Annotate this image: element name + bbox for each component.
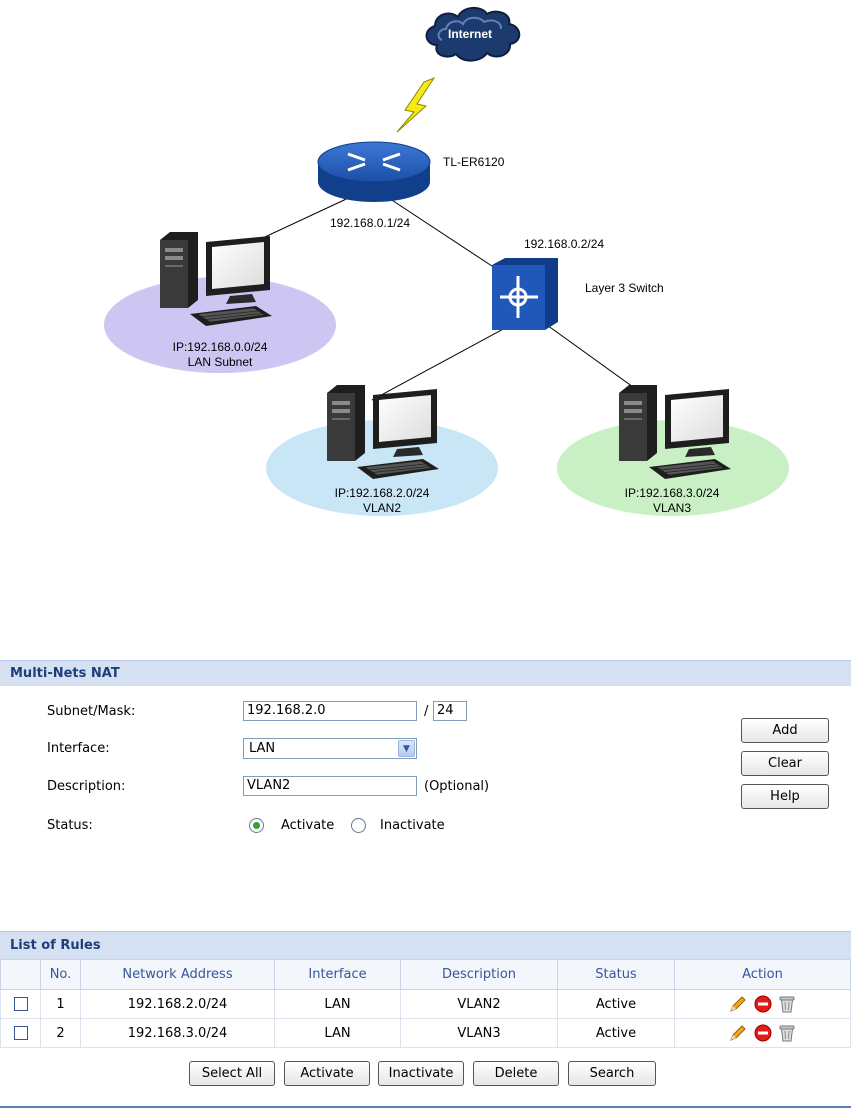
row-checkbox[interactable] bbox=[13, 997, 28, 1011]
description-label: Description: bbox=[47, 779, 126, 794]
rule-actions bbox=[674, 1018, 851, 1048]
layer3-switch-icon bbox=[492, 258, 558, 330]
router-label: TL-ER6120 bbox=[443, 155, 505, 169]
rule-no: 2 bbox=[40, 1018, 81, 1048]
router-ip-label: 192.168.0.1/24 bbox=[330, 216, 410, 230]
lan-ip-label: IP:192.168.0.0/24 bbox=[173, 340, 268, 354]
trash-icon[interactable] bbox=[777, 1023, 797, 1043]
pencil-icon[interactable] bbox=[728, 1023, 748, 1043]
internet-label: Internet bbox=[448, 27, 492, 41]
chevron-down-icon[interactable]: ▼ bbox=[398, 740, 415, 757]
vlan2-name-label: VLAN2 bbox=[363, 501, 401, 515]
status-label: Status: bbox=[47, 818, 93, 833]
column-header-interface: Interface bbox=[274, 959, 401, 990]
rule-network-address: 192.168.2.0/24 bbox=[80, 989, 275, 1019]
select-all-button[interactable]: Select All bbox=[189, 1061, 275, 1086]
list-of-rules-header: List of Rules bbox=[0, 931, 851, 959]
mask-input[interactable]: 24 bbox=[433, 701, 467, 721]
rule-status: Active bbox=[557, 989, 675, 1019]
delete-button[interactable]: Delete bbox=[473, 1061, 559, 1086]
no-entry-icon[interactable] bbox=[753, 1023, 773, 1043]
row-checkbox[interactable] bbox=[13, 1026, 28, 1040]
column-header-description: Description bbox=[400, 959, 558, 990]
inactivate-button[interactable]: Inactivate bbox=[378, 1061, 464, 1086]
subnet-input[interactable]: 192.168.2.0 bbox=[243, 701, 417, 721]
interface-label: Interface: bbox=[47, 741, 110, 756]
rule-description: VLAN3 bbox=[400, 1018, 558, 1048]
subnet-mask-label: Subnet/Mask: bbox=[47, 704, 136, 719]
rule-status: Active bbox=[557, 1018, 675, 1048]
table-row: 1 192.168.2.0/24 LAN VLAN2 Active bbox=[0, 989, 851, 1019]
table-row: 2 192.168.3.0/24 LAN VLAN3 Active bbox=[0, 1018, 851, 1048]
add-button[interactable]: Add bbox=[741, 718, 829, 743]
description-input[interactable]: VLAN2 bbox=[243, 776, 417, 796]
rules-table: No. Network Address Interface Descriptio… bbox=[0, 959, 851, 1048]
activate-radio-label: Activate bbox=[281, 818, 335, 833]
activate-button[interactable]: Activate bbox=[284, 1061, 370, 1086]
internet-cloud: Internet bbox=[425, 7, 521, 62]
search-button[interactable]: Search bbox=[568, 1061, 656, 1086]
pencil-icon[interactable] bbox=[728, 994, 748, 1014]
network-diagram: Internet TL-ER6120 192.168.0.1/24 192.16… bbox=[104, 7, 789, 516]
rules-table-header-row: No. Network Address Interface Descriptio… bbox=[0, 959, 851, 990]
rule-description: VLAN2 bbox=[400, 989, 558, 1019]
inactivate-radio[interactable] bbox=[351, 818, 366, 833]
mask-separator: / bbox=[424, 704, 429, 719]
lan-name-label: LAN Subnet bbox=[188, 355, 253, 369]
trash-icon[interactable] bbox=[777, 994, 797, 1014]
activate-radio[interactable] bbox=[249, 818, 264, 833]
vlan3-name-label: VLAN3 bbox=[653, 501, 691, 515]
column-header-network-address: Network Address bbox=[80, 959, 275, 990]
switch-ip-label: 192.168.0.2/24 bbox=[524, 237, 604, 251]
interface-select-value: LAN bbox=[249, 741, 276, 756]
router-icon bbox=[317, 141, 431, 202]
vlan2-ip-label: IP:192.168.2.0/24 bbox=[335, 486, 430, 500]
optional-hint: (Optional) bbox=[424, 779, 490, 794]
column-header-status: Status bbox=[557, 959, 675, 990]
interface-select[interactable]: LAN ▼ bbox=[243, 738, 417, 759]
clear-button[interactable]: Clear bbox=[741, 751, 829, 776]
rule-actions bbox=[674, 989, 851, 1019]
rule-interface: LAN bbox=[274, 1018, 401, 1048]
column-header-action: Action bbox=[674, 959, 851, 990]
help-button[interactable]: Help bbox=[741, 784, 829, 809]
column-header-no: No. bbox=[40, 959, 81, 990]
inactivate-radio-label: Inactivate bbox=[380, 818, 445, 833]
select-column-header bbox=[0, 959, 41, 990]
lightning-icon bbox=[396, 76, 436, 133]
rule-network-address: 192.168.3.0/24 bbox=[80, 1018, 275, 1048]
vlan3-ip-label: IP:192.168.3.0/24 bbox=[625, 486, 720, 500]
switch-label: Layer 3 Switch bbox=[585, 281, 664, 295]
multi-nets-nat-header: Multi-Nets NAT bbox=[0, 660, 851, 686]
bottom-divider bbox=[0, 1106, 851, 1108]
rule-no: 1 bbox=[40, 989, 81, 1019]
rule-interface: LAN bbox=[274, 989, 401, 1019]
no-entry-icon[interactable] bbox=[753, 994, 773, 1014]
